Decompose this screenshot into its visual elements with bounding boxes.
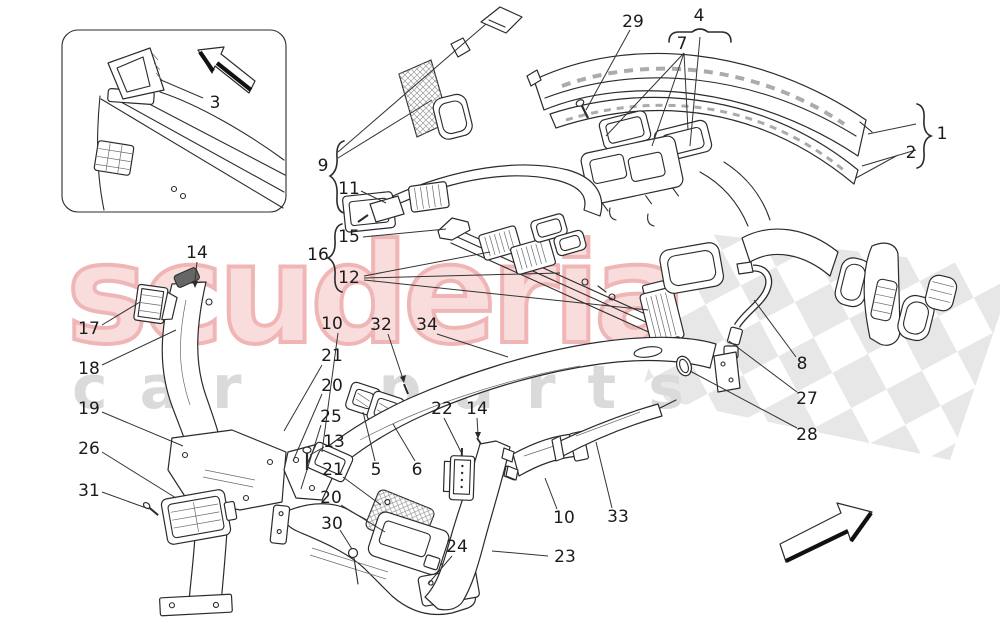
inset-direction-arrow-icon xyxy=(197,46,256,94)
side-demister-vent-part xyxy=(107,47,165,100)
defroster-cluster xyxy=(342,6,603,233)
right-side-cluster xyxy=(659,161,958,393)
screw-31 xyxy=(142,501,159,516)
cowl-grille xyxy=(93,140,135,176)
central-rail-assembly xyxy=(437,213,685,352)
clip-part-9 xyxy=(480,6,523,34)
center-diagonal-duct xyxy=(306,336,717,483)
screw-32 xyxy=(403,383,409,395)
flat-duct-33 xyxy=(551,399,677,462)
module-20 xyxy=(367,511,450,576)
drain-hose-8 xyxy=(713,261,773,393)
vent-part-26 xyxy=(160,489,238,545)
dashboard-top-panel xyxy=(526,52,873,157)
bottom-center-ducts xyxy=(424,399,677,611)
brace-16 xyxy=(326,223,343,293)
leader-lines xyxy=(101,23,934,585)
center-vent-cluster xyxy=(575,99,713,227)
clamp-28 xyxy=(675,355,693,377)
brace-1 xyxy=(916,103,934,169)
brace-9 xyxy=(328,140,345,214)
vent-part-17 xyxy=(133,283,178,325)
checkered-flag-watermark xyxy=(640,232,1000,460)
bracket-15 xyxy=(437,217,471,241)
bracket-4 xyxy=(668,28,732,43)
view-direction-arrow-icon xyxy=(779,502,873,563)
lower-left-vent-assembly xyxy=(142,429,287,545)
vent-part-11 xyxy=(408,181,450,213)
screw-14 xyxy=(476,437,482,445)
screw-29 xyxy=(575,99,589,119)
bracket-22 xyxy=(442,447,476,501)
grommet-30 xyxy=(347,547,359,585)
inset-detail-box xyxy=(61,29,287,213)
bolt-13 xyxy=(302,446,312,470)
